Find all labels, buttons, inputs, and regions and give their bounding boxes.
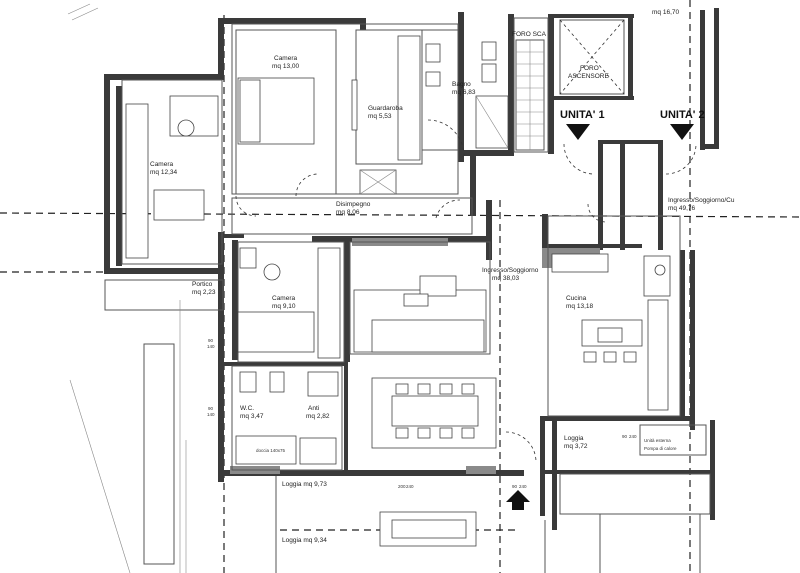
room-loggia-right-area: mq 3,72 [564, 443, 588, 450]
wc-toilet [239, 371, 257, 393]
kitchen-island-living [419, 275, 457, 297]
furniture [125, 35, 671, 547]
room-guardaroba-name: Guardaroba [368, 105, 403, 112]
room-bagno-name: Bagno [452, 81, 471, 88]
room-ingresso-name: Ingresso/Soggiorno [482, 267, 539, 274]
room-camera-left-area: mq 12,34 [150, 169, 177, 176]
room-camera-top-name: Camera [274, 55, 298, 62]
bed-left [153, 189, 205, 221]
room-guardaroba-area: mq 5,53 [368, 113, 392, 120]
room-loggia-right-name: Loggia [564, 435, 584, 442]
room-bagno-area: mq 6,83 [452, 89, 476, 96]
room-camera-top-area: mq 13,00 [272, 63, 299, 70]
room-anti-name: Anti [308, 405, 319, 412]
room-camera-left-name: Camera [150, 161, 174, 168]
label-unita-2: UNITA' 2 [660, 109, 705, 121]
label-foro-ascensore-2: ASCENSORE [568, 73, 609, 80]
dim-200: 200 [398, 484, 406, 489]
dim-90-d: 90 [622, 434, 628, 439]
room-ingresso-unit2: Ingresso/Soggiorno/Cu [668, 197, 735, 204]
label-foro-ascensore-1: FORO [580, 65, 599, 72]
room-portico-area: mq 2,23 [192, 289, 216, 296]
room-loggia-bottom-1: Loggia mq 9,73 [282, 481, 327, 488]
label-doccia: doccia 140x75 [256, 448, 286, 453]
room-ingresso-unit2-area: mq 49,76 [668, 205, 695, 212]
dim-140-b: 140 [207, 412, 215, 417]
room-outlines [69, 17, 711, 573]
room-cucina-name: Cucina [566, 295, 587, 302]
room-top-right-area: mq 16,70 [652, 9, 679, 16]
room-loggia-bottom-2: Loggia mq 9,34 [282, 537, 327, 544]
stairwell [515, 39, 545, 151]
top-left-hatch-2 [67, 3, 91, 15]
label-unita-1: UNITA' 1 [560, 109, 605, 121]
dim-90-a: 90 [208, 338, 214, 343]
shower-bottom [235, 435, 297, 465]
dim-240-c: 240 [629, 434, 637, 439]
bed-mid [237, 311, 315, 353]
door-swings [235, 119, 697, 463]
dim-240-a: 240 [406, 484, 414, 489]
kitchen-counter [551, 253, 609, 273]
dim-90-b: 90 [208, 406, 214, 411]
top-left-hatch [71, 7, 99, 21]
unit-1-arrow [566, 124, 590, 140]
room-disimpegno-area: mq 8,06 [336, 209, 360, 216]
toilet [425, 43, 441, 63]
elevator-shaft [559, 19, 625, 95]
dim-240-b: 240 [519, 484, 527, 489]
room-cucina-area: mq 13,18 [566, 303, 593, 310]
room-wc-area: mq 3,47 [240, 413, 264, 420]
label-unita-esterna-1: Unità esterna [644, 438, 671, 443]
unit-2-arrow [670, 124, 694, 140]
room-ingresso-area: mq 38,03 [492, 275, 519, 282]
room-wc-name: W.C. [240, 405, 254, 412]
room-camera-mid-area: mq 9,10 [272, 303, 296, 310]
room-anti-area: mq 2,82 [306, 413, 330, 420]
dim-90-c: 90 [512, 484, 518, 489]
room-portico-name: Portico [192, 281, 213, 288]
room-disimpegno-name: Disimpegno [336, 201, 371, 208]
dim-140-a: 140 [207, 344, 215, 349]
wardrobe [397, 35, 421, 161]
room-camera-mid-name: Camera [272, 295, 296, 302]
entrance-arrow [506, 490, 530, 502]
label-foro-scala: FORO SCA [512, 31, 547, 38]
label-unita-esterna-2: Pompa di calore [644, 446, 677, 451]
